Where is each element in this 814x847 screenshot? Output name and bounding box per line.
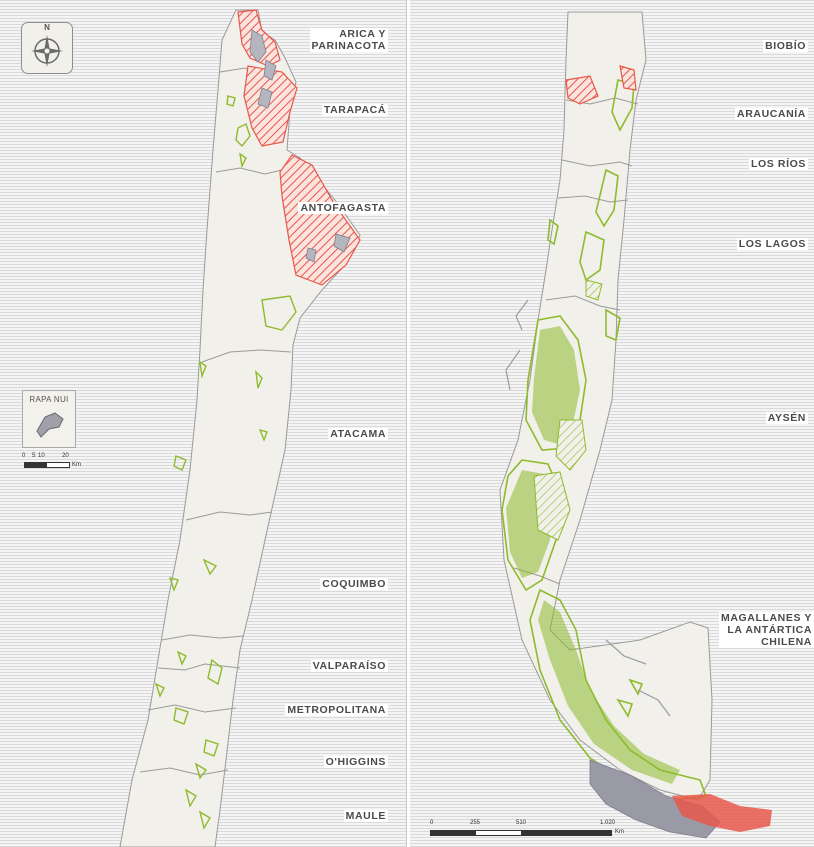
region-label-biobio: BIOBÍO: [763, 40, 808, 52]
main-scale-bar: 0 255 510 1.020 Km: [430, 820, 630, 842]
scale-tick: 1.020: [600, 820, 616, 826]
gray-areas-north: [249, 29, 351, 263]
region-label-aysen: AYSÉN: [765, 412, 808, 424]
hatched-area-biobio-east: [619, 65, 637, 91]
region-label-araucania: ARAUCANÍA: [735, 108, 808, 120]
scale-bar-graphic: [430, 830, 612, 836]
region-label-ohiggins: O'HIGGINS: [323, 756, 388, 768]
region-label-maule: MAULE: [343, 810, 388, 822]
scale-tick: 255: [470, 820, 481, 826]
hatched-area-tarapaca: [243, 65, 298, 147]
rapa-nui-island-icon: [36, 412, 64, 438]
compass-north-label: N: [44, 23, 50, 32]
rapa-scale-bar-graphic: [24, 462, 70, 468]
region-label-valparaiso: VALPARAÍSO: [310, 660, 388, 672]
region-borders-north: [139, 67, 292, 776]
region-label-metropolitana: METROPOLITANA: [285, 704, 388, 716]
landmass-north: [119, 9, 361, 847]
hatched-area-biobio: [565, 75, 599, 105]
map-south-svg: [499, 11, 772, 839]
rapa-nui-scale-bar: 0 5 10 20 Km: [22, 453, 82, 475]
rapa-scale-tick: 10: [38, 453, 45, 459]
region-label-los-rios: LOS RÍOS: [749, 158, 808, 170]
map-north-svg: [119, 9, 361, 847]
gray-coast-lines: [505, 299, 671, 717]
gray-area-tierra-del-fuego: [589, 759, 721, 839]
hatched-area-antofagasta: [279, 154, 361, 286]
rapa-nui-inset: RAPA NUI: [22, 390, 76, 448]
hatched-green-area-loslagos: [585, 279, 603, 301]
rapa-scale-tick: 0: [22, 453, 26, 459]
region-label-tarapaca: TARAPACÁ: [321, 104, 388, 116]
scale-tick: 0: [430, 820, 434, 826]
region-label-los-lagos: LOS LAGOS: [736, 238, 808, 250]
rapa-nui-title: RAPA NUI: [29, 395, 69, 404]
rapa-scale-unit: Km: [72, 462, 81, 468]
scale-unit: Km: [615, 829, 624, 835]
hatched-green-area-magallanes: [533, 471, 571, 541]
red-area-tierra-del-fuego: [672, 794, 772, 832]
region-label-atacama: ATACAMA: [328, 428, 388, 440]
region-label-antofagasta: ANTOFAGASTA: [298, 202, 388, 214]
scale-tick: 510: [516, 820, 527, 826]
hatched-green-area-aysen: [555, 419, 587, 471]
rapa-scale-tick: 20: [62, 453, 69, 459]
compass-box: N: [21, 22, 73, 74]
green-dense-south: [506, 326, 680, 784]
map-panel-south: BIOBÍO ARAUCANÍA LOS RÍOS LOS LAGOS AYSÉ…: [410, 0, 814, 847]
region-label-coquimbo: COQUIMBO: [320, 578, 388, 590]
green-areas-north: [154, 95, 297, 830]
rapa-scale-tick: 5: [32, 453, 36, 459]
landmass-south: [499, 11, 713, 801]
compass-rose-icon: [31, 35, 63, 67]
